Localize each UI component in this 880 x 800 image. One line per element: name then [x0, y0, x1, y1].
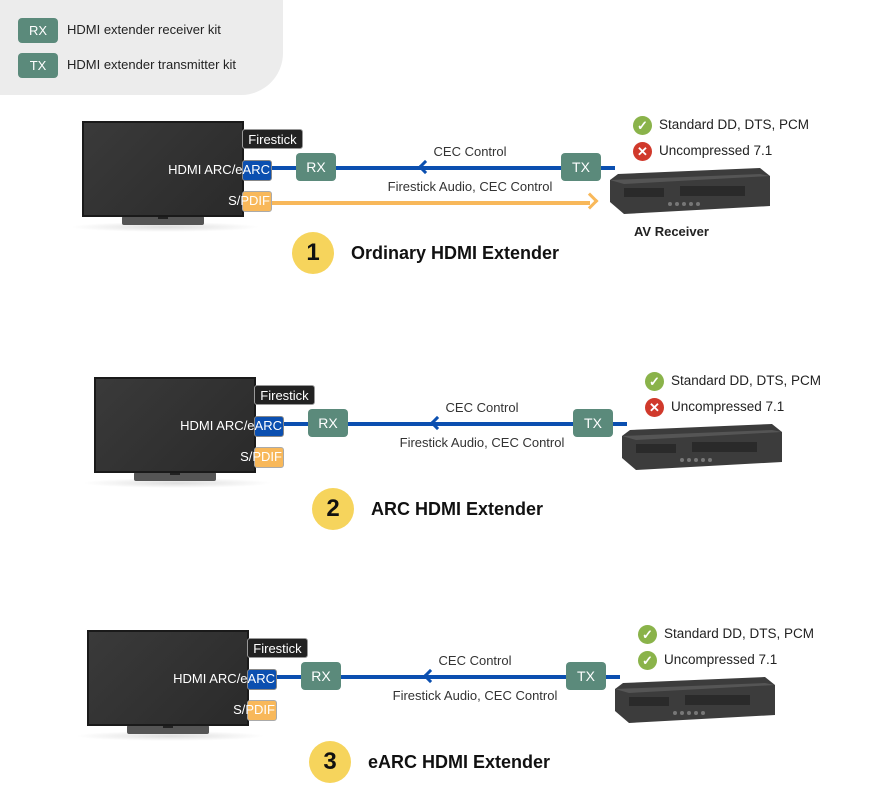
- firestick-port: Firestick: [242, 129, 303, 149]
- spdif-port-label: S/PDIF: [228, 193, 270, 208]
- tx-badge: TX: [573, 409, 613, 437]
- legend: RX HDMI extender receiver kit TX HDMI ex…: [0, 0, 283, 95]
- section-title: eARC HDMI Extender: [368, 752, 551, 772]
- cross-icon: ✕: [633, 142, 652, 161]
- rx-badge: RX: [296, 153, 336, 181]
- spdif-port: [247, 700, 277, 721]
- feature-text: Standard DD, DTS, PCM: [671, 373, 822, 388]
- hdmi-cable-line: [284, 422, 627, 426]
- section-number-badge: 2: [312, 488, 354, 530]
- rx-legend-text: HDMI extender receiver kit: [67, 22, 221, 37]
- av-receiver-icon: [615, 677, 775, 723]
- firestick-port: Firestick: [247, 638, 308, 658]
- spdif-port-label: S/PDIF: [240, 449, 282, 464]
- hdmi-arc-port: [242, 160, 272, 181]
- tv-stand: [122, 216, 204, 225]
- receiver-label: AV Receiver: [634, 224, 709, 239]
- section-number-badge: 1: [292, 232, 334, 274]
- check-icon: ✓: [638, 651, 657, 670]
- lower-signal-label: Firestick Audio, CEC Control: [399, 435, 565, 450]
- feature-text: Standard DD, DTS, PCM: [664, 626, 815, 641]
- upper-signal-label: CEC Control: [438, 653, 512, 668]
- lower-signal-label: Firestick Audio, CEC Control: [387, 179, 553, 194]
- rx-badge: RX: [301, 662, 341, 690]
- section-title: ARC HDMI Extender: [371, 499, 544, 519]
- tv-shadow: [82, 478, 272, 488]
- feature-text: Standard DD, DTS, PCM: [659, 117, 810, 132]
- rx-badge: RX: [308, 409, 348, 437]
- arrow-left-icon: [429, 415, 445, 431]
- diagram-section-2: Firestick HDMI ARC/eARC S/PDIF RX TX CEC…: [12, 256, 880, 530]
- hdmi-arc-port: [247, 669, 277, 690]
- arrow-left-icon: [417, 159, 433, 175]
- cross-icon: ✕: [645, 398, 664, 417]
- spdif-port-label: S/PDIF: [233, 702, 275, 717]
- tx-badge: TX: [561, 153, 601, 181]
- feature-text: Uncompressed 7.1: [659, 143, 773, 158]
- hdmi-cable-line: [277, 675, 620, 679]
- diagram-section-1: Firestick HDMI ARC/eARC S/PDIF RX TX CEC…: [0, 0, 880, 274]
- check-icon: ✓: [645, 372, 664, 391]
- hdmi-port-label: HDMI ARC/eARC: [173, 671, 275, 686]
- check-icon: ✓: [633, 116, 652, 135]
- feature-text: Uncompressed 7.1: [664, 652, 778, 667]
- firestick-port: Firestick: [254, 385, 315, 405]
- tv-shadow: [75, 731, 265, 741]
- tx-badge: TX: [566, 662, 606, 690]
- section-number-badge: 3: [309, 741, 351, 783]
- hdmi-port-label: HDMI ARC/eARC: [180, 418, 282, 433]
- tx-legend-text: HDMI extender transmitter kit: [67, 57, 237, 72]
- arrow-right-icon: [581, 192, 599, 210]
- tv-icon: [87, 630, 249, 726]
- section-title: Ordinary HDMI Extender: [351, 243, 560, 263]
- av-receiver-icon: [610, 168, 770, 214]
- check-icon: ✓: [638, 625, 657, 644]
- hdmi-cable-line: [272, 166, 615, 170]
- tx-legend-badge: TX: [18, 53, 58, 78]
- av-receiver-icon: [622, 424, 782, 470]
- feature-text: Uncompressed 7.1: [671, 399, 785, 414]
- lower-signal-label: Firestick Audio, CEC Control: [392, 688, 558, 703]
- tv-shadow: [70, 222, 260, 232]
- tv-stand: [134, 472, 216, 481]
- spdif-port: [254, 447, 284, 468]
- hdmi-port-label: HDMI ARC/eARC: [168, 162, 270, 177]
- hdmi-arc-port: [254, 416, 284, 437]
- upper-signal-label: CEC Control: [445, 400, 519, 415]
- arrow-left-icon: [422, 668, 438, 684]
- spdif-port: [242, 191, 272, 212]
- rx-legend-badge: RX: [18, 18, 58, 43]
- tv-stand: [127, 725, 209, 734]
- upper-signal-label: CEC Control: [433, 144, 507, 159]
- spdif-cable-line: [272, 201, 590, 205]
- diagram-section-3: Firestick HDMI ARC/eARC S/PDIF RX TX CEC…: [5, 509, 880, 783]
